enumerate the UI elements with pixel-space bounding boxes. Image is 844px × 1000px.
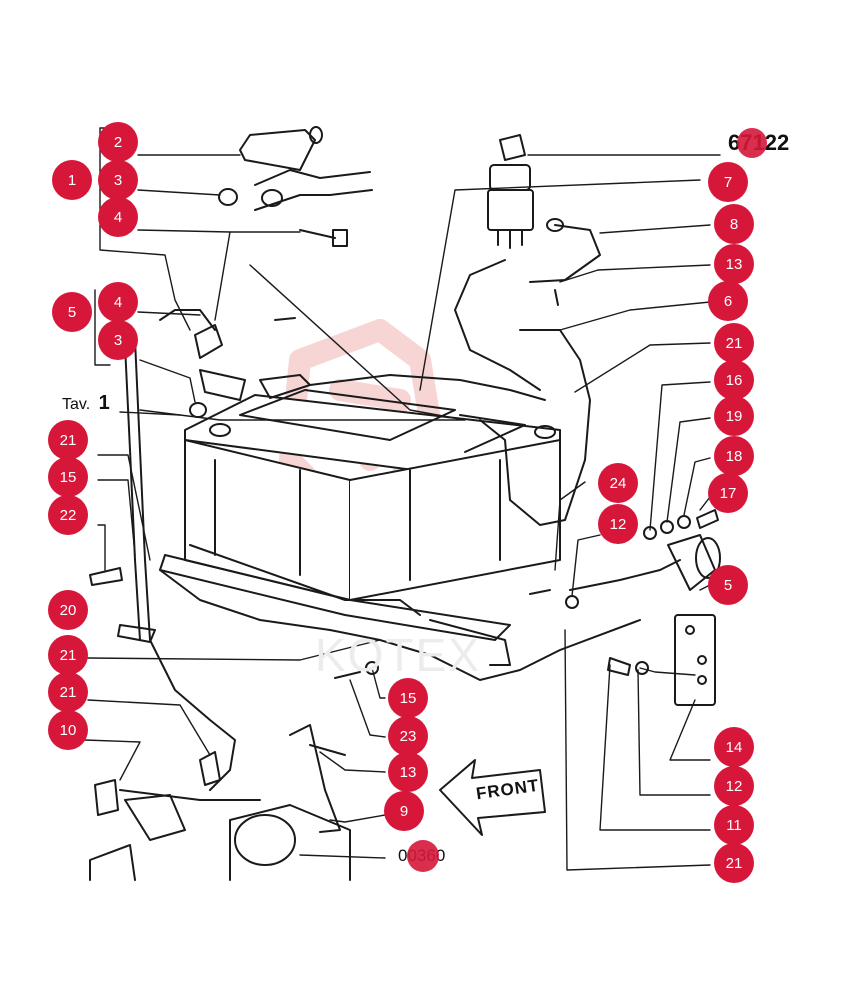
ignition-switch [487,134,534,249]
callout-9[interactable]: 9 [384,791,424,831]
callout-10[interactable]: 10 [48,710,88,750]
callout-12[interactable]: 12 [714,766,754,806]
callout-4[interactable]: 4 [98,282,138,322]
callout-23[interactable]: 23 [388,716,428,756]
starter-motor [89,724,351,881]
callout-5[interactable]: 5 [708,565,748,605]
battery [184,389,561,601]
ground-strap [529,218,601,306]
left-bolts [89,567,579,679]
callout-21[interactable]: 21 [48,635,88,675]
callout-ref-bottom [407,840,439,872]
callout-2[interactable]: 2 [98,122,138,162]
cables [119,259,681,801]
callout-21[interactable]: 21 [714,843,754,883]
front-arrow [439,759,546,836]
callout-15[interactable]: 15 [388,678,428,718]
callout-8[interactable]: 8 [714,204,754,244]
callout-13[interactable]: 13 [714,244,754,284]
callout-1[interactable]: 1 [52,160,92,200]
callout-21[interactable]: 21 [48,672,88,712]
callout-21[interactable]: 21 [714,323,754,363]
plate-reference-prefix: Tav. [62,396,91,413]
terminal-clamp-cable [218,169,373,247]
callout-16[interactable]: 16 [714,360,754,400]
callout-20[interactable]: 20 [48,590,88,630]
leader-lines [84,127,721,871]
callout-14[interactable]: 14 [714,727,754,767]
callout-24[interactable]: 24 [598,463,638,503]
callout-17[interactable]: 17 [708,473,748,513]
callout-5[interactable]: 5 [52,292,92,332]
callout-11[interactable]: 11 [714,805,754,845]
callout-6[interactable]: 6 [708,281,748,321]
callout-21[interactable]: 21 [48,420,88,460]
callout-19[interactable]: 19 [714,396,754,436]
terminal-cover [239,126,323,171]
plate-reference-number: 1 [98,392,110,414]
callout-4[interactable]: 4 [98,197,138,237]
callout-ref-top [737,128,767,158]
callout-13[interactable]: 13 [388,752,428,792]
callout-7[interactable]: 7 [708,162,748,202]
callout-22[interactable]: 22 [48,495,88,535]
callout-15[interactable]: 15 [48,457,88,497]
plate-reference: Tav. 1 [62,392,110,415]
callout-12[interactable]: 12 [598,504,638,544]
callout-18[interactable]: 18 [714,436,754,476]
callout-3[interactable]: 3 [98,320,138,360]
callout-3[interactable]: 3 [98,160,138,200]
watermark-text: KOTEX [315,629,481,681]
